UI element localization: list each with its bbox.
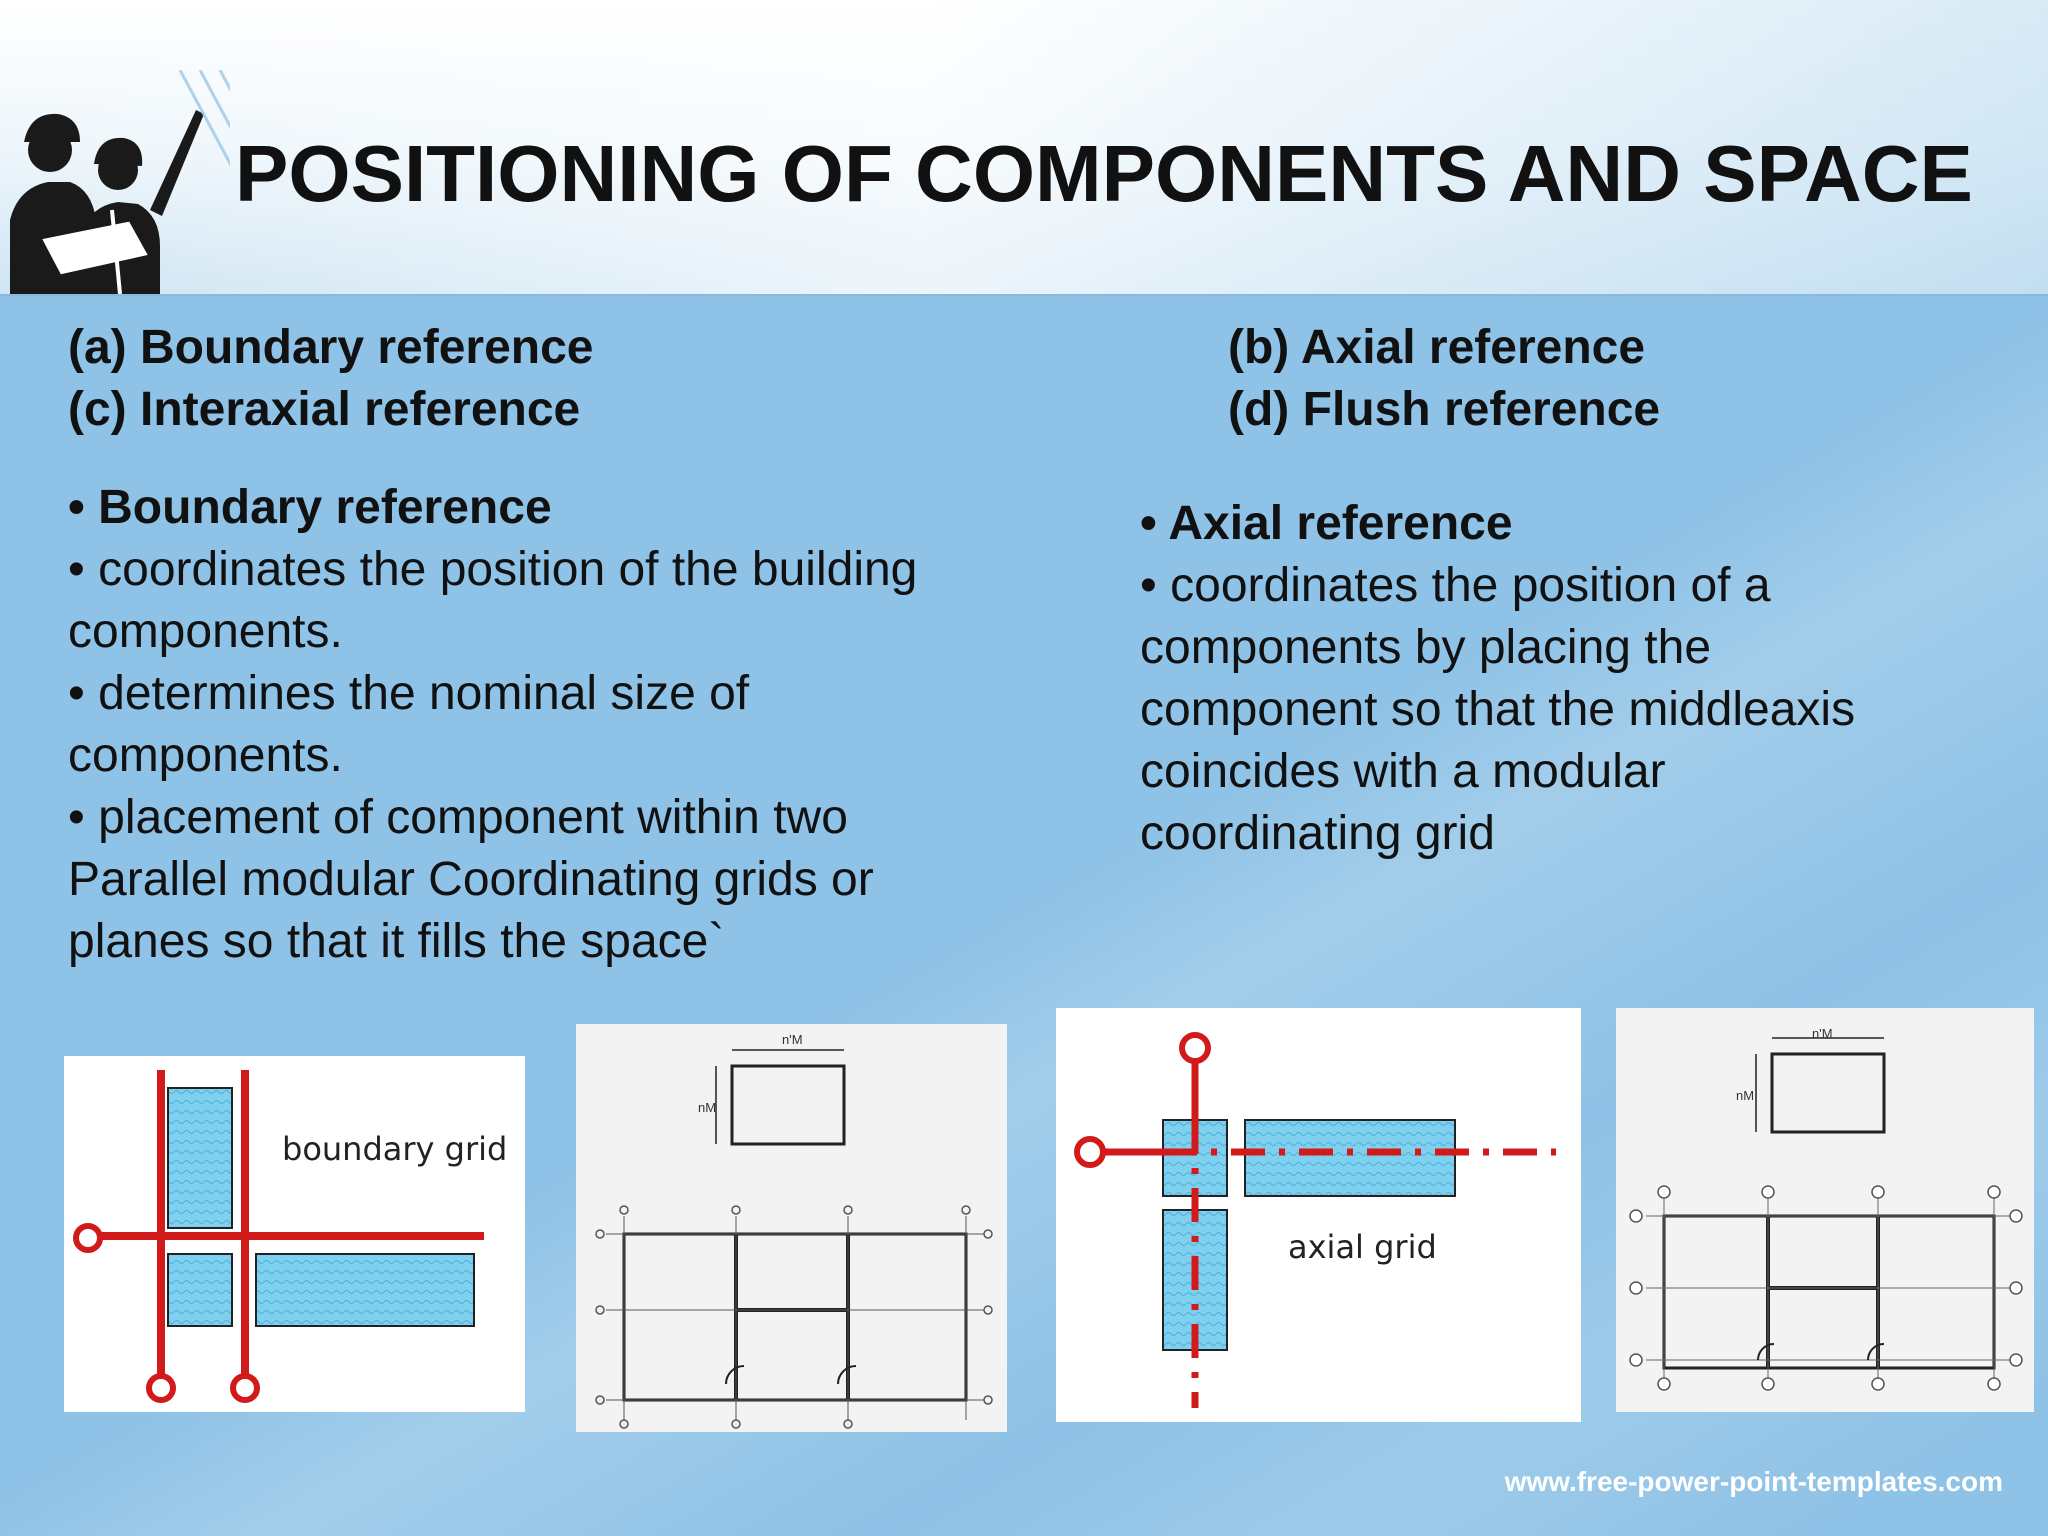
- right-bullet-line: coincides with a modular: [1140, 745, 1666, 798]
- dimension-label-width: n'M: [1812, 1026, 1833, 1041]
- dimension-label-height: nM: [1736, 1088, 1755, 1103]
- left-bullet-line: • placement of component within two: [68, 791, 848, 844]
- component-block: [1244, 1119, 1456, 1197]
- right-bullet-line: coordinating grid: [1140, 807, 1495, 860]
- engineers-logo: [10, 70, 230, 294]
- right-bullet-line: components by placing the: [1140, 621, 1712, 674]
- boundary-plan-figure: n'M nM: [576, 1024, 1007, 1432]
- left-bullet-line: components.: [68, 605, 343, 658]
- right-bullet-line: component so that the middleaxis: [1140, 683, 1856, 736]
- header-fade: [0, 0, 2048, 294]
- dimension-label-width: n'M: [782, 1032, 803, 1047]
- right-bullet-line: • coordinates the position of a: [1140, 559, 1771, 612]
- right-bullet-heading: • Axial reference: [1140, 497, 1513, 550]
- component-block: [255, 1253, 475, 1327]
- left-bullet-line: components.: [68, 729, 343, 782]
- axial-grid-figure: axial grid: [1056, 1008, 1581, 1422]
- component-block: [167, 1087, 233, 1229]
- axial-plan-figure: n'M nM: [1616, 1008, 2034, 1412]
- footer-url[interactable]: www.free-power-point-templates.com: [1504, 1466, 2003, 1497]
- boundary-grid-figure: boundary grid: [64, 1056, 525, 1412]
- left-bullet-line: planes so that it fills the space`: [68, 915, 725, 968]
- left-bullet-line: • coordinates the position of the buildi…: [68, 543, 918, 596]
- dimension-label-height: nM: [698, 1100, 717, 1115]
- reference-c: (c) Interaxial reference: [68, 383, 581, 436]
- axial-grid-label: axial grid: [1288, 1228, 1437, 1266]
- boundary-grid-label: boundary grid: [282, 1130, 508, 1168]
- component-block: [167, 1253, 233, 1327]
- left-bullet-line: Parallel modular Coordinating grids or: [68, 853, 874, 906]
- left-bullet-heading: • Boundary reference: [68, 481, 552, 534]
- reference-a: (a) Boundary reference: [68, 321, 594, 374]
- left-bullet-line: • determines the nominal size of: [68, 667, 750, 720]
- right-bullet-list: • Axial reference • coordinates the posi…: [1140, 493, 1855, 865]
- reference-b: (b) Axial reference: [1228, 321, 1646, 374]
- left-bullet-list: • Boundary reference • coordinates the p…: [68, 477, 917, 973]
- reference-d: (d) Flush reference: [1228, 383, 1661, 436]
- page-title: POSITIONING OF COMPONENTS AND SPACE: [235, 129, 1973, 218]
